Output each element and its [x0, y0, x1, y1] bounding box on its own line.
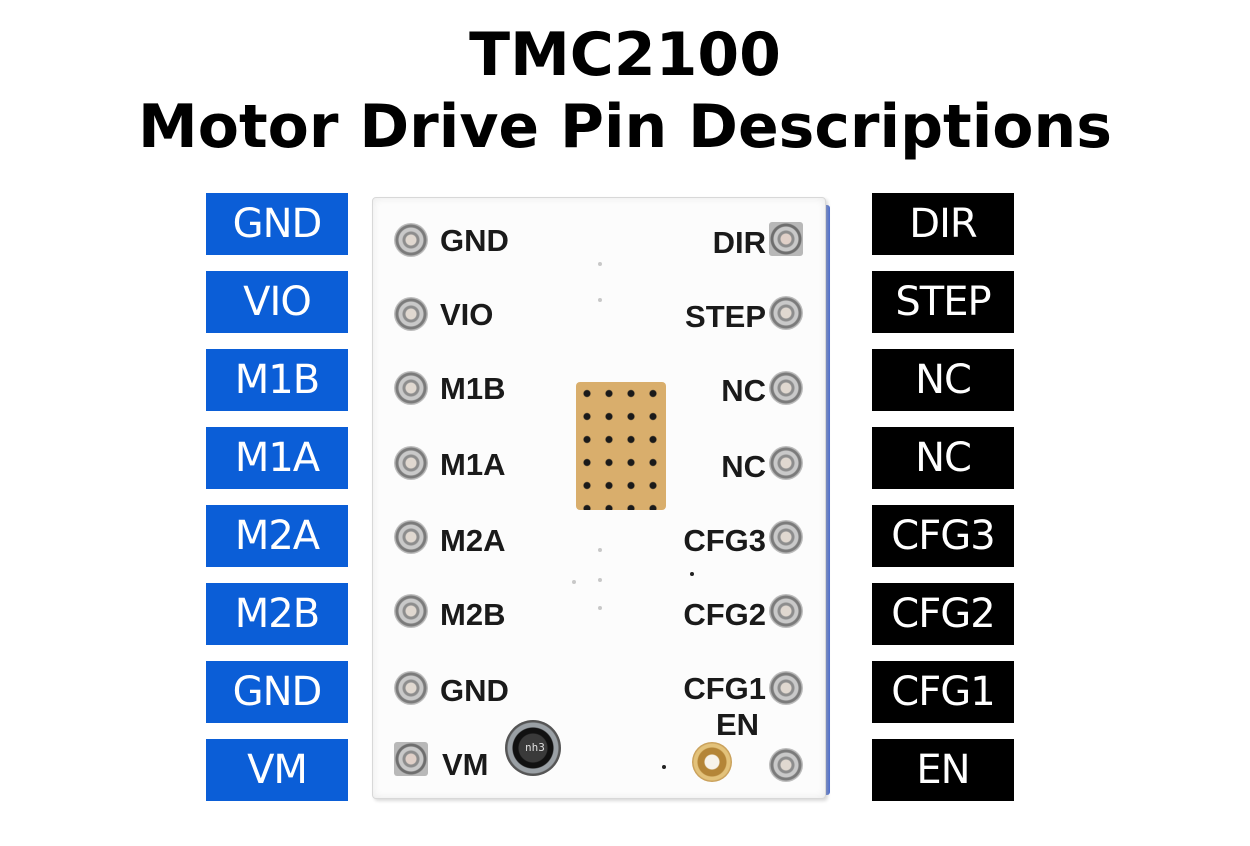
pad-right-2 — [769, 296, 803, 330]
silk-left-6: M2B — [440, 597, 506, 632]
silk-left-5: M2A — [440, 523, 506, 558]
silk-right-7: CFG1 — [683, 671, 766, 706]
silk-left-3: M1B — [440, 371, 506, 406]
pad-right-8 — [769, 748, 803, 782]
right-label-8: EN — [872, 739, 1014, 801]
board-edge-contacts — [822, 205, 830, 795]
right-label-4: NC — [872, 427, 1014, 489]
pad-left-5 — [394, 520, 428, 554]
pad-right-6 — [769, 594, 803, 628]
right-label-1: DIR — [872, 193, 1014, 255]
inductor — [505, 720, 561, 776]
pad-right-4 — [769, 446, 803, 480]
right-label-7: CFG1 — [872, 661, 1014, 723]
pad-right-5 — [769, 520, 803, 554]
pad-left-4 — [394, 446, 428, 480]
inductor-marking: nh3 — [525, 741, 545, 754]
silk-left-7: GND — [440, 673, 509, 708]
pad-right-7 — [769, 671, 803, 705]
right-label-3: NC — [872, 349, 1014, 411]
left-label-3: M1B — [206, 349, 348, 411]
right-label-6: CFG2 — [872, 583, 1014, 645]
pad-left-3 — [394, 371, 428, 405]
silk-left-8: VM — [442, 747, 489, 782]
silk-left-2: VIO — [440, 297, 494, 332]
via — [598, 298, 602, 302]
pad-left-8 — [394, 742, 428, 776]
left-label-1: GND — [206, 193, 348, 255]
via — [572, 580, 576, 584]
right-label-5: CFG3 — [872, 505, 1014, 567]
left-label-8: VM — [206, 739, 348, 801]
silk-right-8: EN — [716, 707, 760, 742]
pad-left-6 — [394, 594, 428, 628]
title-line-1: TMC2100 — [469, 20, 781, 90]
marker-dot — [690, 572, 694, 576]
marker-dot — [662, 765, 666, 769]
left-label-6: M2B — [206, 583, 348, 645]
silk-right-5: CFG3 — [683, 523, 766, 558]
silk-left-1: GND — [440, 223, 509, 258]
via — [598, 606, 602, 610]
via — [598, 548, 602, 552]
silk-left-4: M1A — [440, 447, 506, 482]
right-label-2: STEP — [872, 271, 1014, 333]
pad-left-7 — [394, 671, 428, 705]
left-label-2: VIO — [206, 271, 348, 333]
silk-right-1: DIR — [712, 225, 766, 260]
silk-right-4: NC — [721, 449, 766, 484]
left-label-7: GND — [206, 661, 348, 723]
silk-right-6: CFG2 — [683, 597, 766, 632]
left-label-4: M1A — [206, 427, 348, 489]
left-label-5: M2A — [206, 505, 348, 567]
pad-right-3 — [769, 371, 803, 405]
gold-via-ring — [692, 742, 732, 782]
driver-chip-pad-array — [576, 382, 666, 510]
title-line-2: Motor Drive Pin Descriptions — [138, 92, 1112, 162]
pad-left-2 — [394, 297, 428, 331]
pad-right-1 — [769, 222, 803, 256]
silk-right-3: NC — [721, 373, 766, 408]
silk-right-2: STEP — [685, 299, 766, 334]
pad-left-1 — [394, 223, 428, 257]
via — [598, 262, 602, 266]
via — [598, 578, 602, 582]
